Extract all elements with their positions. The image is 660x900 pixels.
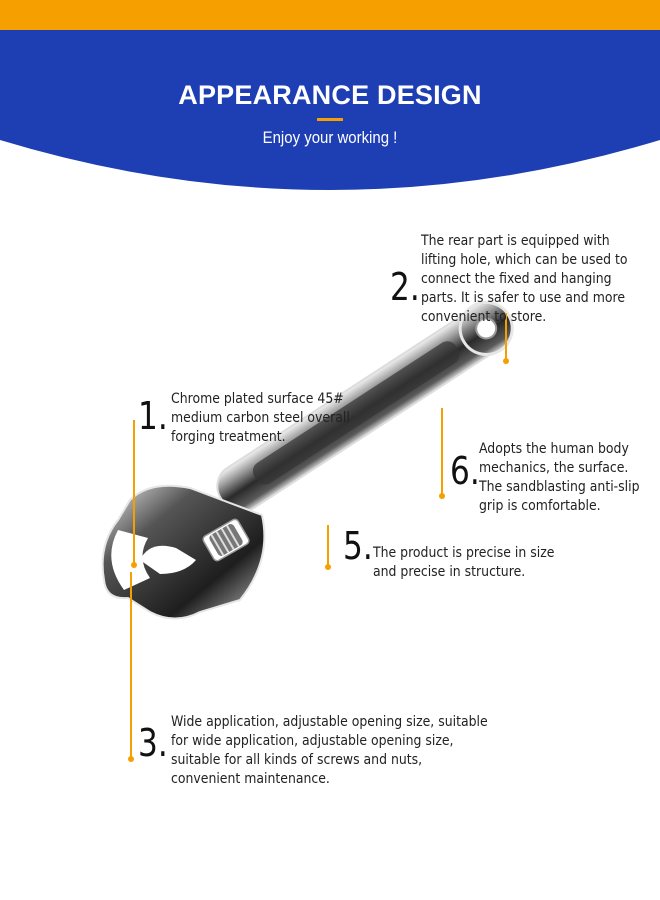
feature-3-number: 3. xyxy=(138,721,168,765)
feature-3-line xyxy=(130,572,132,760)
page-title: APPEARANCE DESIGN xyxy=(178,80,482,110)
feature-5-number: 5. xyxy=(343,524,373,568)
feature-3-text: Wide application, adjustable opening siz… xyxy=(171,714,488,787)
feature-6-line xyxy=(441,408,443,496)
feature-2-text: The rear part is equipped with lifting h… xyxy=(421,233,628,325)
feature-1-text: Chrome plated surface 45# medium carbon … xyxy=(171,391,350,445)
feature-6-number: 6. xyxy=(450,449,480,493)
feature-2-dot xyxy=(503,358,509,364)
feature-1-number: 1. xyxy=(138,394,168,438)
feature-6-dot xyxy=(439,493,445,499)
feature-1-dot xyxy=(131,562,137,568)
feature-3-dot xyxy=(128,756,134,762)
feature-2-line xyxy=(505,313,507,361)
feature-6-text: Adopts the human body mechanics, the sur… xyxy=(479,441,640,514)
page-subtitle: Enjoy your working ! xyxy=(262,128,398,147)
feature-5-text: The product is precise in size and preci… xyxy=(373,545,555,580)
header-banner xyxy=(0,0,660,190)
feature-5-line xyxy=(327,525,329,567)
feature-2-number: 2. xyxy=(390,265,420,309)
feature-1-line xyxy=(133,420,135,565)
title-underline xyxy=(317,118,343,121)
feature-5-dot xyxy=(325,564,331,570)
